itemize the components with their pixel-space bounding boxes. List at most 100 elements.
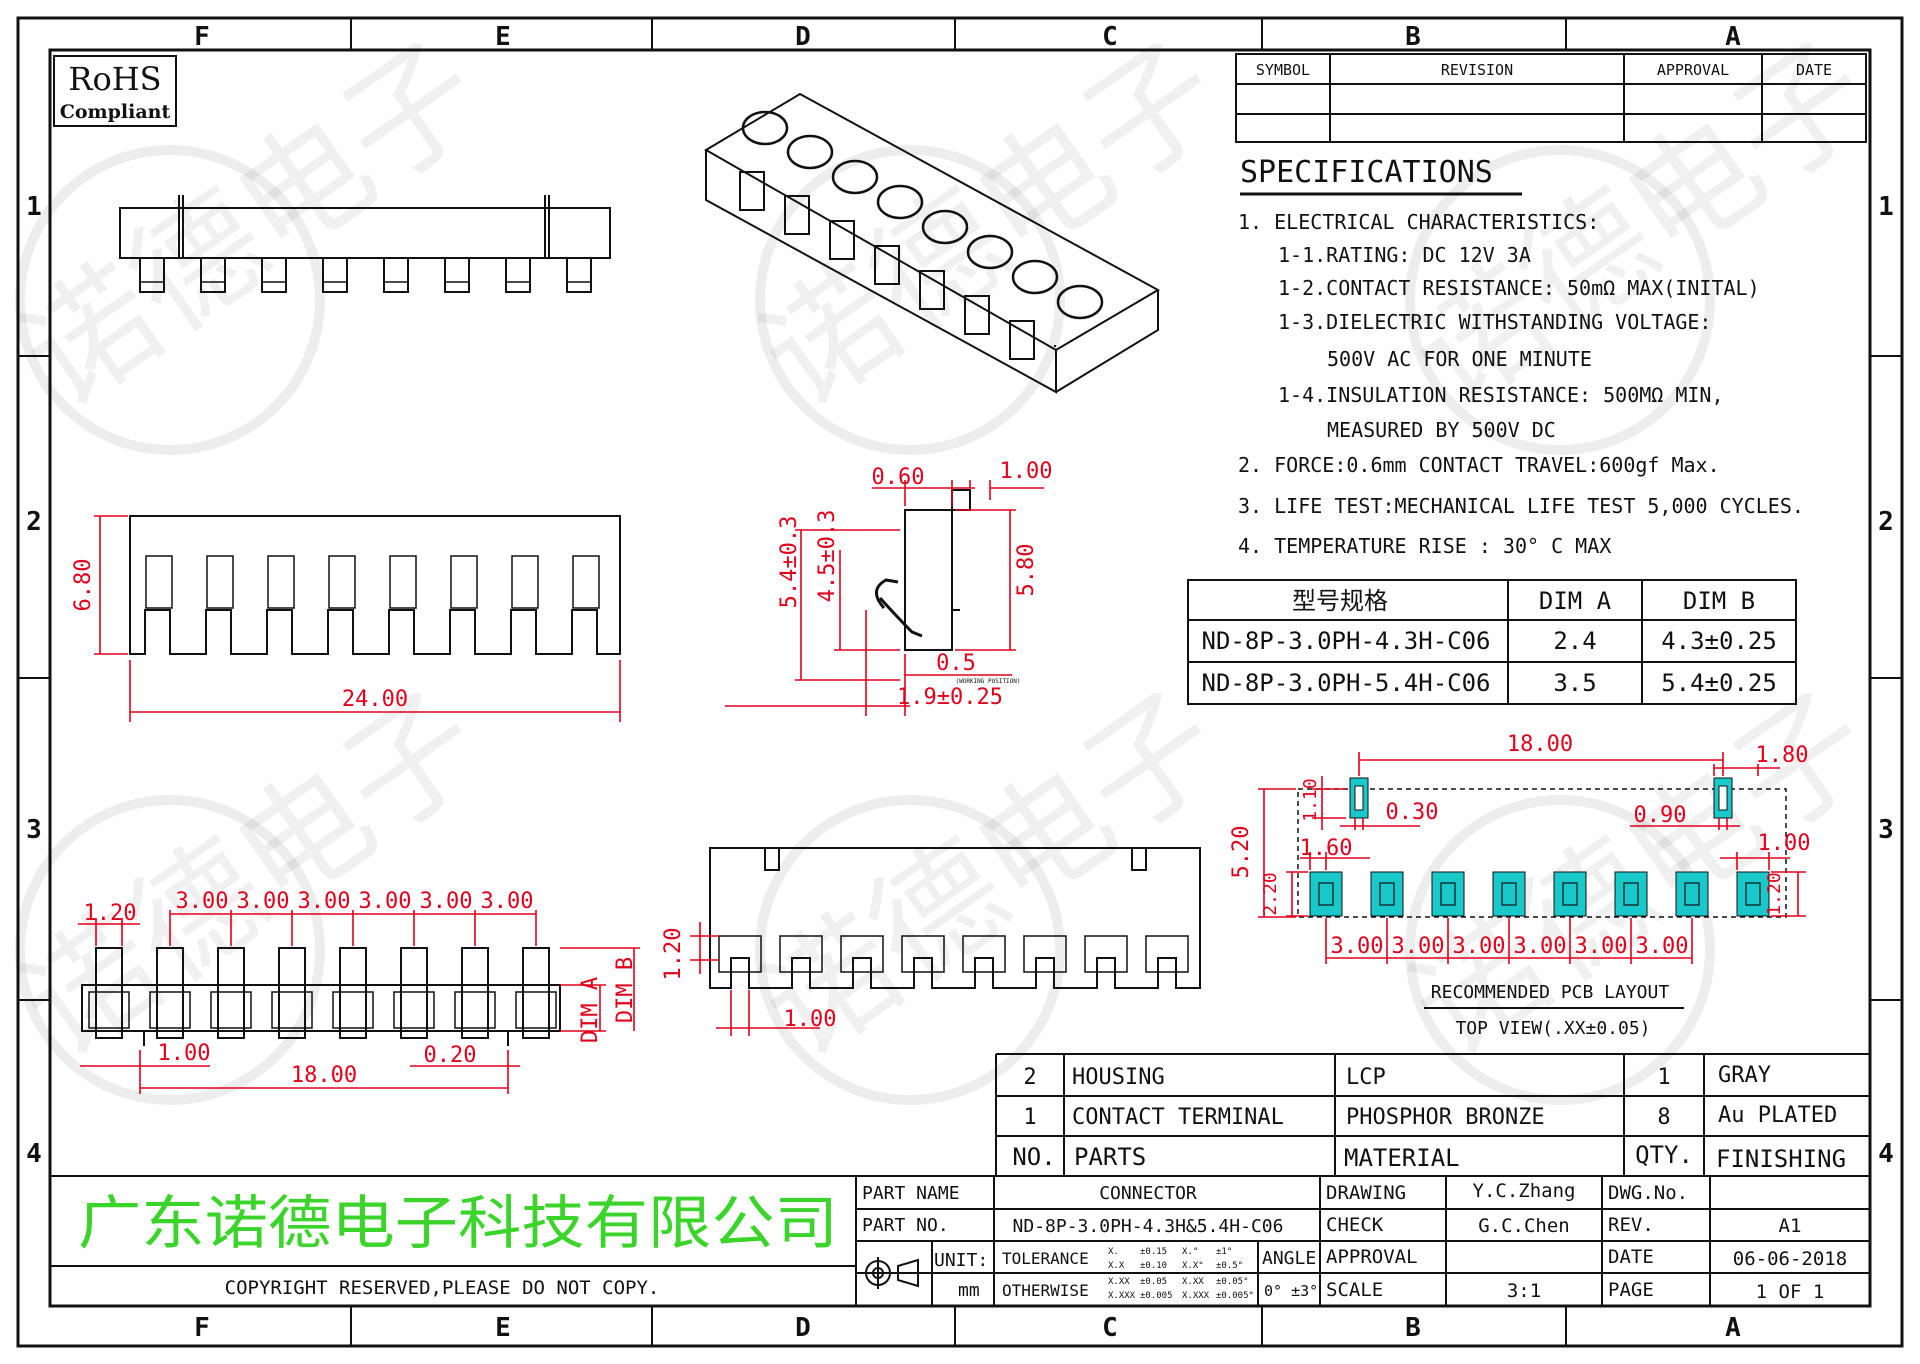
spec-line: 2. FORCE:0.6mm CONTACT TRAVEL:600gf Max. bbox=[1238, 453, 1720, 477]
zone-label-top: C bbox=[1102, 22, 1118, 52]
zone-label-bottom: A bbox=[1725, 1313, 1741, 1343]
bom-qty: 8 bbox=[1657, 1105, 1670, 1130]
rev-label: REV. bbox=[1608, 1214, 1654, 1236]
dim-pcb-top: 18.00 bbox=[1507, 732, 1573, 757]
tolerance-label: TOLERANCE bbox=[1002, 1249, 1089, 1268]
dim-front-width: 24.00 bbox=[342, 687, 408, 712]
dim-pcb-pitch: 3.00 bbox=[1392, 934, 1445, 959]
dim-side-bottom-small: 0.5 bbox=[936, 651, 976, 676]
page-label: PAGE bbox=[1608, 1279, 1654, 1301]
dim-pcb-pad-height-right: 1.20 bbox=[1764, 872, 1785, 915]
dim-table bbox=[1187, 579, 1797, 705]
dim-pcb-slot-left: 0.30 bbox=[1386, 800, 1439, 825]
bom-table bbox=[995, 1053, 1870, 1176]
dim-table-cell: ND-8P-3.0PH-4.3H-C06 bbox=[1202, 627, 1491, 655]
tolerance-cell: X.XX bbox=[1182, 1277, 1204, 1287]
part-name-label: PART NAME bbox=[862, 1183, 960, 1204]
rohs-badge: RoHS Compliant bbox=[53, 55, 177, 127]
connector-top-view bbox=[119, 195, 611, 293]
pcb-pad bbox=[1492, 871, 1526, 917]
dim-pcb-top-right: 1.80 bbox=[1756, 743, 1809, 768]
spec-line: 3. LIFE TEST:MECHANICAL LIFE TEST 5,000 … bbox=[1238, 494, 1804, 518]
tolerance-cell: ±0.15 bbox=[1140, 1247, 1167, 1257]
bom-header: FINISHING bbox=[1716, 1145, 1846, 1173]
zone-label-right: 4 bbox=[1878, 1139, 1894, 1169]
bom-header: MATERIAL bbox=[1344, 1144, 1460, 1172]
zone-label-right: 2 bbox=[1878, 507, 1894, 537]
dim-table-header: DIM B bbox=[1683, 587, 1755, 615]
scale-value: 3:1 bbox=[1507, 1280, 1541, 1302]
otherwise-label: OTHERWISE bbox=[1002, 1281, 1089, 1300]
pcb-caption-subtitle: TOP VIEW(.XX±0.05) bbox=[1455, 1018, 1650, 1039]
specifications: SPECIFICATIONS 1. ELECTRICAL CHARACTERIS… bbox=[1238, 155, 1804, 558]
bom-no: 1 bbox=[1023, 1105, 1036, 1130]
bom-no: 2 bbox=[1023, 1065, 1036, 1090]
dim-pcb-pitch: 3.00 bbox=[1331, 934, 1384, 959]
zone-label-bottom: D bbox=[795, 1313, 811, 1343]
dim-rear-left: 1.20 bbox=[661, 928, 686, 981]
zone-label-left: 2 bbox=[26, 507, 42, 537]
dim-pcb-pitch: 3.00 bbox=[1514, 934, 1567, 959]
tolerance-cell: X.X° bbox=[1182, 1261, 1204, 1271]
dim-pcb-slot-right: 0.90 bbox=[1634, 803, 1687, 828]
dim-pcb-height: 5.20 bbox=[1229, 826, 1254, 879]
dwg-label: DWG.No. bbox=[1608, 1182, 1688, 1204]
title-block bbox=[50, 1175, 1870, 1306]
dim-table-cell: 4.3±0.25 bbox=[1661, 627, 1777, 655]
dim-table-cell: 3.5 bbox=[1553, 669, 1596, 697]
zone-label-right: 3 bbox=[1878, 815, 1894, 845]
zone-label-top: D bbox=[795, 22, 811, 52]
pcb-pad bbox=[1675, 871, 1709, 917]
dim-side-height-1: 5.4±0.3 bbox=[777, 516, 802, 609]
connector-rear-view bbox=[709, 847, 1201, 989]
dim-pitch: 3.00 bbox=[176, 889, 229, 914]
pcb-layout bbox=[1297, 777, 1787, 918]
spec-line: 1-3.DIELECTRIC WITHSTANDING VOLTAGE: bbox=[1278, 310, 1711, 334]
dim-bottom-pin: 1.00 bbox=[158, 1041, 211, 1066]
bom-material: PHOSPHOR BRONZE bbox=[1346, 1105, 1545, 1130]
bom-header: PARTS bbox=[1074, 1143, 1146, 1171]
watermark bbox=[15, 145, 1715, 1105]
dim-side-bottom: 1.9±0.25 bbox=[897, 685, 1003, 710]
angle-label: ANGLE bbox=[1262, 1248, 1316, 1269]
dim-pitch: 3.00 bbox=[237, 889, 290, 914]
zone-label-left: 1 bbox=[26, 192, 42, 222]
dim-side-top-left: 0.60 bbox=[872, 465, 925, 490]
revision-header: REVISION bbox=[1441, 61, 1513, 79]
dim-pcb-left-small: 1.10 bbox=[1300, 778, 1321, 821]
dim-pcb-pad-height-left: 2.20 bbox=[1260, 872, 1281, 915]
dim-bottom-span: 18.00 bbox=[291, 1063, 357, 1088]
spec-line: 4. TEMPERATURE RISE : 30° C MAX bbox=[1238, 534, 1611, 558]
angle-value: 0° ±3° bbox=[1264, 1282, 1318, 1300]
dim-side-top-right: 1.00 bbox=[1000, 459, 1053, 484]
front-view-dimensions bbox=[94, 515, 621, 722]
dim-pitch: 3.00 bbox=[420, 889, 473, 914]
watermark-text: 诺德电子 bbox=[0, 663, 508, 1086]
watermark-text: 诺德电子 bbox=[735, 13, 1248, 436]
dim-pcb-pitch: 3.00 bbox=[1453, 934, 1506, 959]
date-label: DATE bbox=[1608, 1246, 1654, 1268]
revision-header: APPROVAL bbox=[1657, 61, 1729, 79]
approval-label: APPROVAL bbox=[1326, 1246, 1418, 1268]
unit-label: UNIT: bbox=[934, 1250, 988, 1271]
pcb-dimensions bbox=[1258, 752, 1806, 964]
pcb-pad bbox=[1370, 871, 1404, 917]
dim-front-height: 6.80 bbox=[71, 559, 96, 612]
bom-material: LCP bbox=[1346, 1065, 1386, 1090]
tolerance-cell: X.XXX bbox=[1108, 1291, 1136, 1301]
bom-header: QTY. bbox=[1635, 1141, 1693, 1169]
spec-line: 500V AC FOR ONE MINUTE bbox=[1327, 347, 1592, 371]
dim-table-cell: ND-8P-3.0PH-5.4H-C06 bbox=[1202, 669, 1491, 697]
tolerance-cell: ±0.005 bbox=[1140, 1291, 1173, 1301]
part-name: CONNECTOR bbox=[1099, 1183, 1197, 1204]
spec-line: 1-2.CONTACT RESISTANCE: 50mΩ MAX(INITAL) bbox=[1278, 276, 1760, 300]
dim-pcb-pad-offset: 1.60 bbox=[1300, 836, 1353, 861]
pcb-pad bbox=[1614, 871, 1648, 917]
company-name: 广东诺德电子科技有限公司 bbox=[78, 1189, 838, 1257]
dim-a-label: DIM A bbox=[578, 977, 603, 1043]
bom-part: CONTACT TERMINAL bbox=[1072, 1105, 1284, 1130]
check-by: G.C.Chen bbox=[1478, 1215, 1570, 1237]
unit-value: mm bbox=[958, 1280, 980, 1301]
drawing-by: Y.C.Zhang bbox=[1473, 1180, 1576, 1202]
